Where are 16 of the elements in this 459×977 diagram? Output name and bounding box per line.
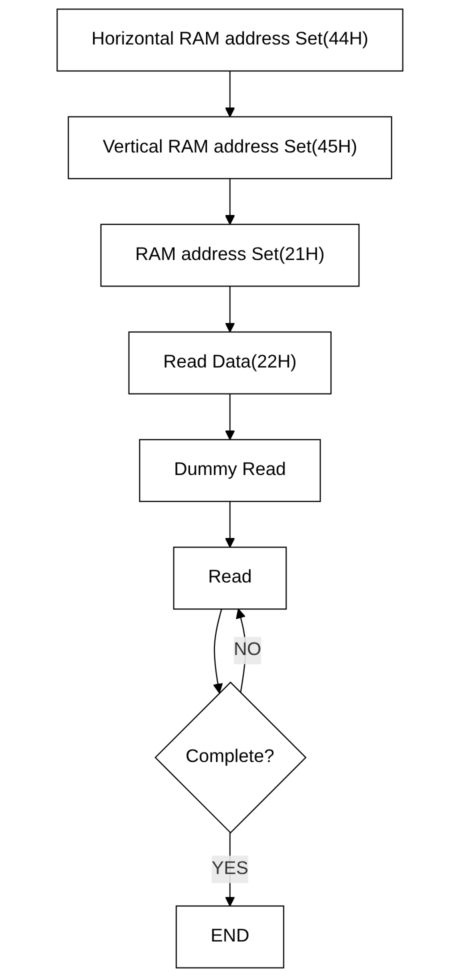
node-box: RAM address Set(21H) [100, 224, 360, 287]
node-box: Read [172, 546, 286, 610]
arrow [224, 70, 235, 118]
arrow [212, 608, 222, 694]
node-box: Horizontal RAM address Set(44H) [56, 8, 403, 72]
node-box: END [175, 905, 284, 968]
arrow [224, 501, 235, 548]
node-diamond: Complete? [154, 682, 306, 834]
arrow [224, 178, 235, 225]
node-box: Vertical RAM address Set(45H) [67, 116, 392, 180]
edge-label: YES [211, 859, 248, 879]
arrow [224, 286, 235, 332]
node-box: Read Data(22H) [128, 331, 332, 394]
arrow [224, 394, 235, 440]
edge-label: NO [233, 640, 261, 660]
node-box: Dummy Read [138, 439, 320, 502]
